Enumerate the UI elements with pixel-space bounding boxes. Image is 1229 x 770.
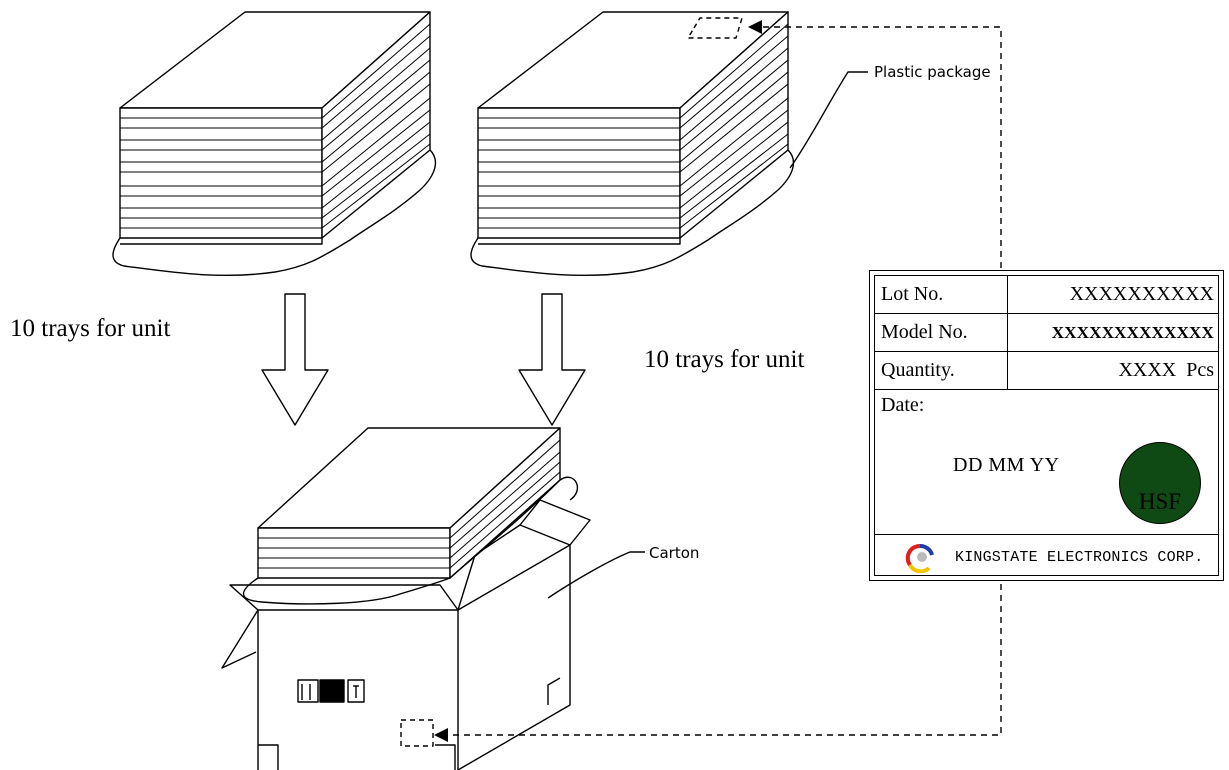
label-row-lot: Lot No. XXXXXXXXXX — [875, 276, 1218, 314]
carton-box — [221, 427, 645, 770]
lot-no-value: XXXXXXXXXX — [1069, 283, 1214, 305]
down-arrow-left — [261, 293, 329, 426]
company-name: KINGSTATE ELECTRONICS CORP. — [955, 549, 1204, 566]
dashed-connector — [440, 26, 1002, 736]
down-arrow-right — [518, 293, 586, 426]
hsf-badge: HSF — [1119, 442, 1201, 524]
carton-label: Carton — [649, 544, 699, 562]
company-row: KINGSTATE ELECTRONICS CORP. — [875, 535, 1218, 583]
connector-arrowhead-bottom — [434, 728, 448, 742]
hsf-badge-text: HSF — [1138, 489, 1182, 514]
date-value: DD MM YY — [953, 454, 1060, 476]
date-label: Date: — [881, 394, 925, 416]
carton-label-card: Lot No. XXXXXXXXXX Model No. XXXXXXXXXXX… — [869, 270, 1224, 581]
trays-label-left: 10 trays for unit — [10, 315, 170, 342]
tray-stack-left — [112, 11, 437, 277]
label-row-model: Model No. XXXXXXXXXXXXX — [875, 314, 1218, 352]
date-block: Date: DD MM YY HSF — [875, 390, 1218, 535]
tray-stack-right — [470, 11, 795, 277]
model-no-value: XXXXXXXXXXXXX — [1051, 323, 1214, 342]
quantity-value: XXXX Pcs — [1118, 359, 1214, 381]
connector-arrowhead-top — [748, 20, 762, 34]
kingstate-logo-icon — [905, 543, 934, 573]
lot-no-key: Lot No. — [875, 276, 1008, 313]
label-card-frame: Lot No. XXXXXXXXXX Model No. XXXXXXXXXXX… — [874, 275, 1219, 576]
model-no-key: Model No. — [875, 314, 1008, 351]
label-row-quantity: Quantity. XXXX Pcs — [875, 352, 1218, 390]
trays-label-right: 10 trays for unit — [644, 346, 804, 373]
plastic-package-leader — [789, 71, 868, 169]
plastic-package-label: Plastic package — [874, 63, 991, 81]
quantity-key: Quantity. — [875, 352, 1008, 389]
